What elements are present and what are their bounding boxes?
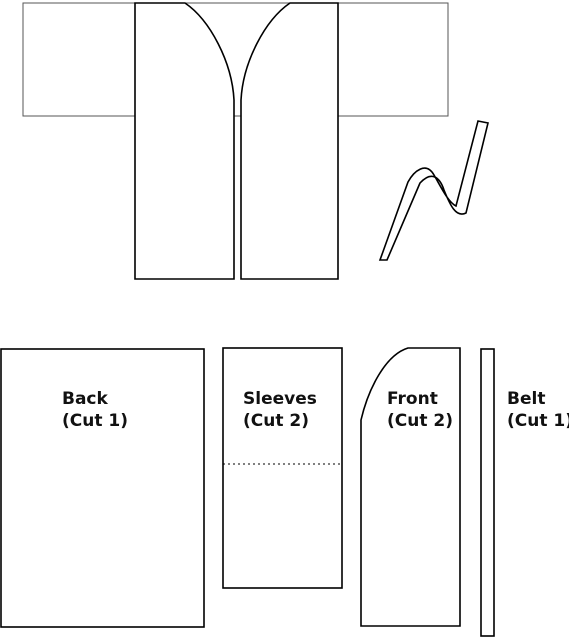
sleeves-name: Sleeves [243,389,317,409]
sleeves-quantity: (Cut 2) [243,411,309,431]
front-label: Front (Cut 2) [387,388,453,432]
assembled-robe [22,2,449,280]
belt-quantity: (Cut 1) [507,411,569,431]
belt-illustration [378,120,489,261]
robe-body-left [134,2,235,280]
front-name: Front [387,389,438,409]
back-quantity: (Cut 1) [62,411,128,431]
belt-label: Belt (Cut 1) [507,388,569,432]
belt-ribbon [378,120,489,261]
belt-name: Belt [507,389,546,409]
back-pattern-piece [0,348,205,628]
robe-sleeves-band [22,2,449,117]
robe-body-right [240,2,339,280]
front-pattern-piece [360,347,461,627]
sleeves-pattern-piece [222,347,343,589]
back-name: Back [62,389,108,409]
sleeves-label: Sleeves (Cut 2) [243,388,317,432]
front-quantity: (Cut 2) [387,411,453,431]
belt-pattern-piece [480,348,495,637]
back-label: Back (Cut 1) [62,388,128,432]
